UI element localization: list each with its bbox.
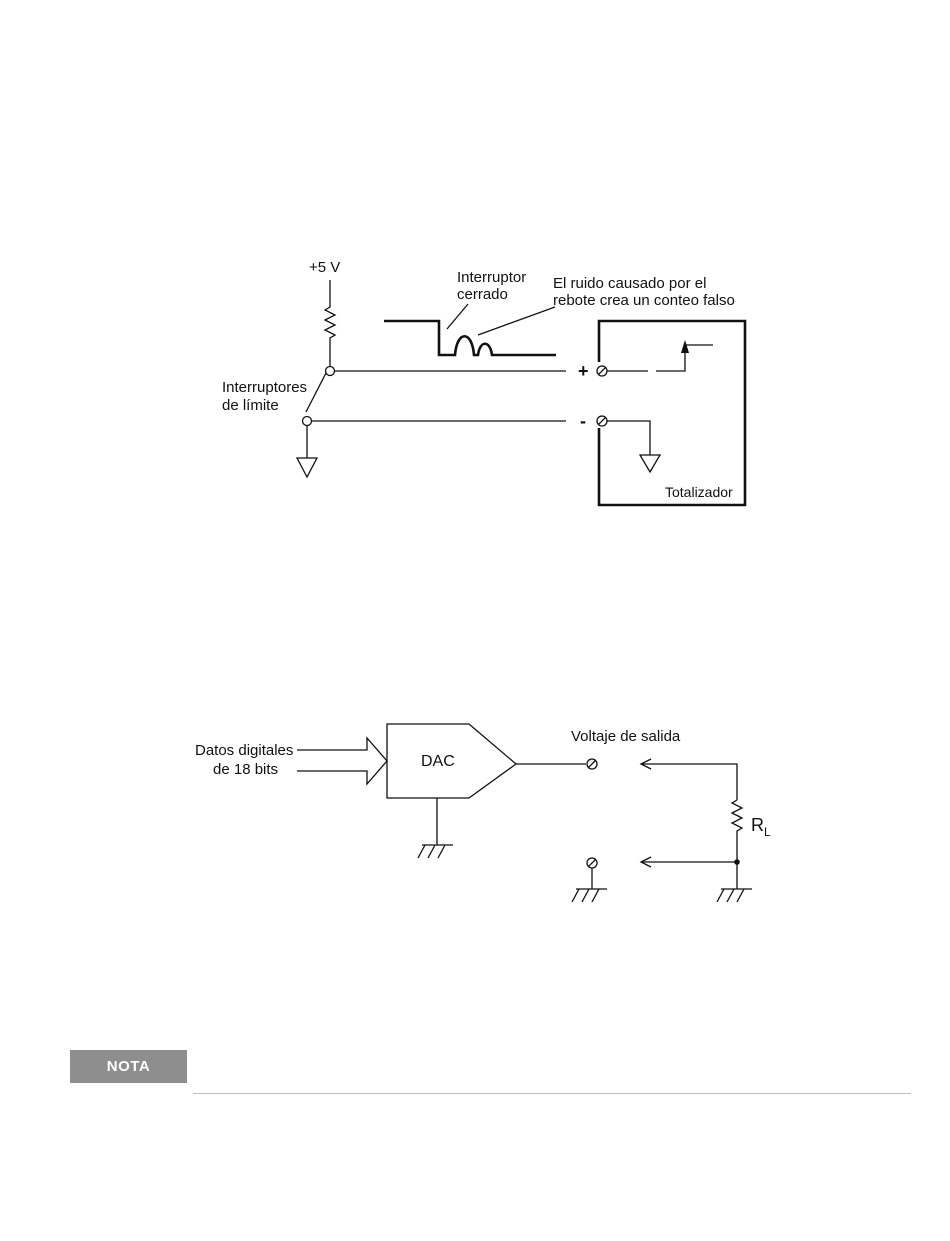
switch-closed-label-2: cerrado xyxy=(457,286,508,303)
internal-step-signal xyxy=(607,345,713,371)
output-label: Voltaje de salida xyxy=(571,728,681,745)
ground-symbol-internal xyxy=(640,455,660,472)
screw-terminal-plus xyxy=(597,366,607,376)
switch-closed-label-1: Interruptor xyxy=(457,269,526,286)
limit-switches-label-1: Interruptores xyxy=(222,379,307,396)
input-label-1: Datos digitales xyxy=(195,742,293,759)
chassis-ground-return xyxy=(572,889,607,902)
load-label-subscript: L xyxy=(764,825,771,839)
noise-label-1: El ruido causado por el xyxy=(553,275,706,292)
load-resistor xyxy=(732,800,742,862)
input-label-2: de 18 bits xyxy=(213,761,278,778)
pullup-resistor xyxy=(325,280,335,366)
plus-terminal-label: + xyxy=(578,361,589,381)
load-label: R xyxy=(751,815,764,835)
chassis-ground-load xyxy=(717,889,752,902)
note-badge: NOTA xyxy=(70,1050,187,1083)
note-divider xyxy=(193,1093,911,1094)
input-arrow xyxy=(297,738,387,784)
supply-label: +5 V xyxy=(309,259,340,276)
limit-switches-label-2: de límite xyxy=(222,397,279,414)
totalizer-box xyxy=(599,321,745,505)
switch-blade xyxy=(306,373,326,412)
dac-label: DAC xyxy=(421,753,455,770)
switch-terminal-bottom xyxy=(303,417,312,426)
output-terminal xyxy=(587,759,597,769)
junction-dot xyxy=(734,859,740,865)
totalizer-label: Totalizador xyxy=(665,484,733,500)
bounce-waveform xyxy=(384,321,556,355)
chassis-ground-dac xyxy=(418,845,453,858)
ground-symbol-left xyxy=(297,458,317,477)
dac-diagram: Datos digitales de 18 bits DAC Voltaje d… xyxy=(195,724,771,902)
minus-terminal-label: - xyxy=(580,411,586,431)
switch-terminal-top xyxy=(326,367,335,376)
screw-terminal-minus xyxy=(597,416,607,426)
noise-label-2: rebote crea un conteo falso xyxy=(553,292,735,309)
return-terminal xyxy=(587,858,597,868)
totalizer-diagram: +5 V Interruptores de límite Interruptor… xyxy=(222,259,745,505)
